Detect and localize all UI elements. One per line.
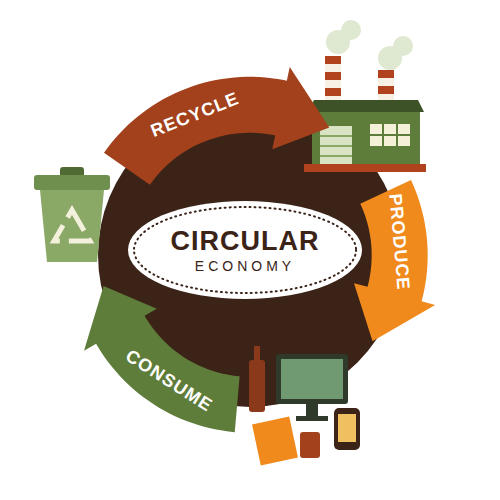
phone bbox=[334, 408, 360, 450]
chimney-stripe bbox=[378, 70, 394, 78]
center-ellipse: CIRCULARECONOMY bbox=[127, 200, 363, 300]
cycle-arrow: RECYCLE bbox=[104, 67, 329, 185]
door-line bbox=[320, 155, 352, 157]
monitor-stand bbox=[306, 404, 318, 418]
recycle-bin-icon bbox=[34, 167, 110, 262]
window-bar bbox=[370, 134, 410, 136]
chimney-stripe bbox=[325, 72, 341, 80]
door-line bbox=[320, 145, 352, 147]
ellipse-dotted-ring bbox=[134, 207, 356, 293]
factory-building bbox=[312, 112, 420, 166]
monitor-screen bbox=[281, 359, 343, 399]
factory-window bbox=[370, 124, 410, 146]
factory-door bbox=[320, 126, 352, 166]
chimney-stripe bbox=[378, 86, 394, 94]
recycle-symbol bbox=[54, 210, 90, 241]
cycle-arrow: CONSUME bbox=[84, 286, 240, 432]
smoke bbox=[393, 36, 413, 56]
cup bbox=[300, 432, 320, 458]
factory-base bbox=[304, 164, 426, 172]
chimney-stripe bbox=[325, 56, 341, 64]
factory-roof bbox=[308, 100, 424, 112]
monitor bbox=[276, 354, 348, 404]
monitor-base bbox=[296, 416, 328, 421]
door-line bbox=[320, 135, 352, 137]
cycle-arrow: PRODUCE bbox=[354, 180, 435, 341]
factory-icon bbox=[304, 20, 426, 172]
arrow-shape bbox=[84, 286, 240, 432]
bin-body bbox=[40, 190, 104, 262]
phone-screen bbox=[338, 414, 356, 442]
goods-icons bbox=[249, 346, 360, 465]
book bbox=[252, 417, 298, 466]
ellipse-fill bbox=[128, 201, 362, 299]
arrow-band bbox=[354, 180, 435, 341]
chimney-stripe bbox=[325, 88, 341, 96]
smoke bbox=[341, 20, 361, 40]
arrow-band bbox=[104, 67, 329, 185]
bottle bbox=[249, 360, 265, 412]
center-subheading: ECONOMY bbox=[195, 258, 295, 275]
arrow-band bbox=[84, 286, 240, 432]
center-heading: CIRCULAR bbox=[170, 225, 319, 257]
bottle-neck bbox=[254, 346, 260, 362]
arrow-shape bbox=[104, 67, 329, 185]
bin-lid bbox=[34, 175, 110, 190]
